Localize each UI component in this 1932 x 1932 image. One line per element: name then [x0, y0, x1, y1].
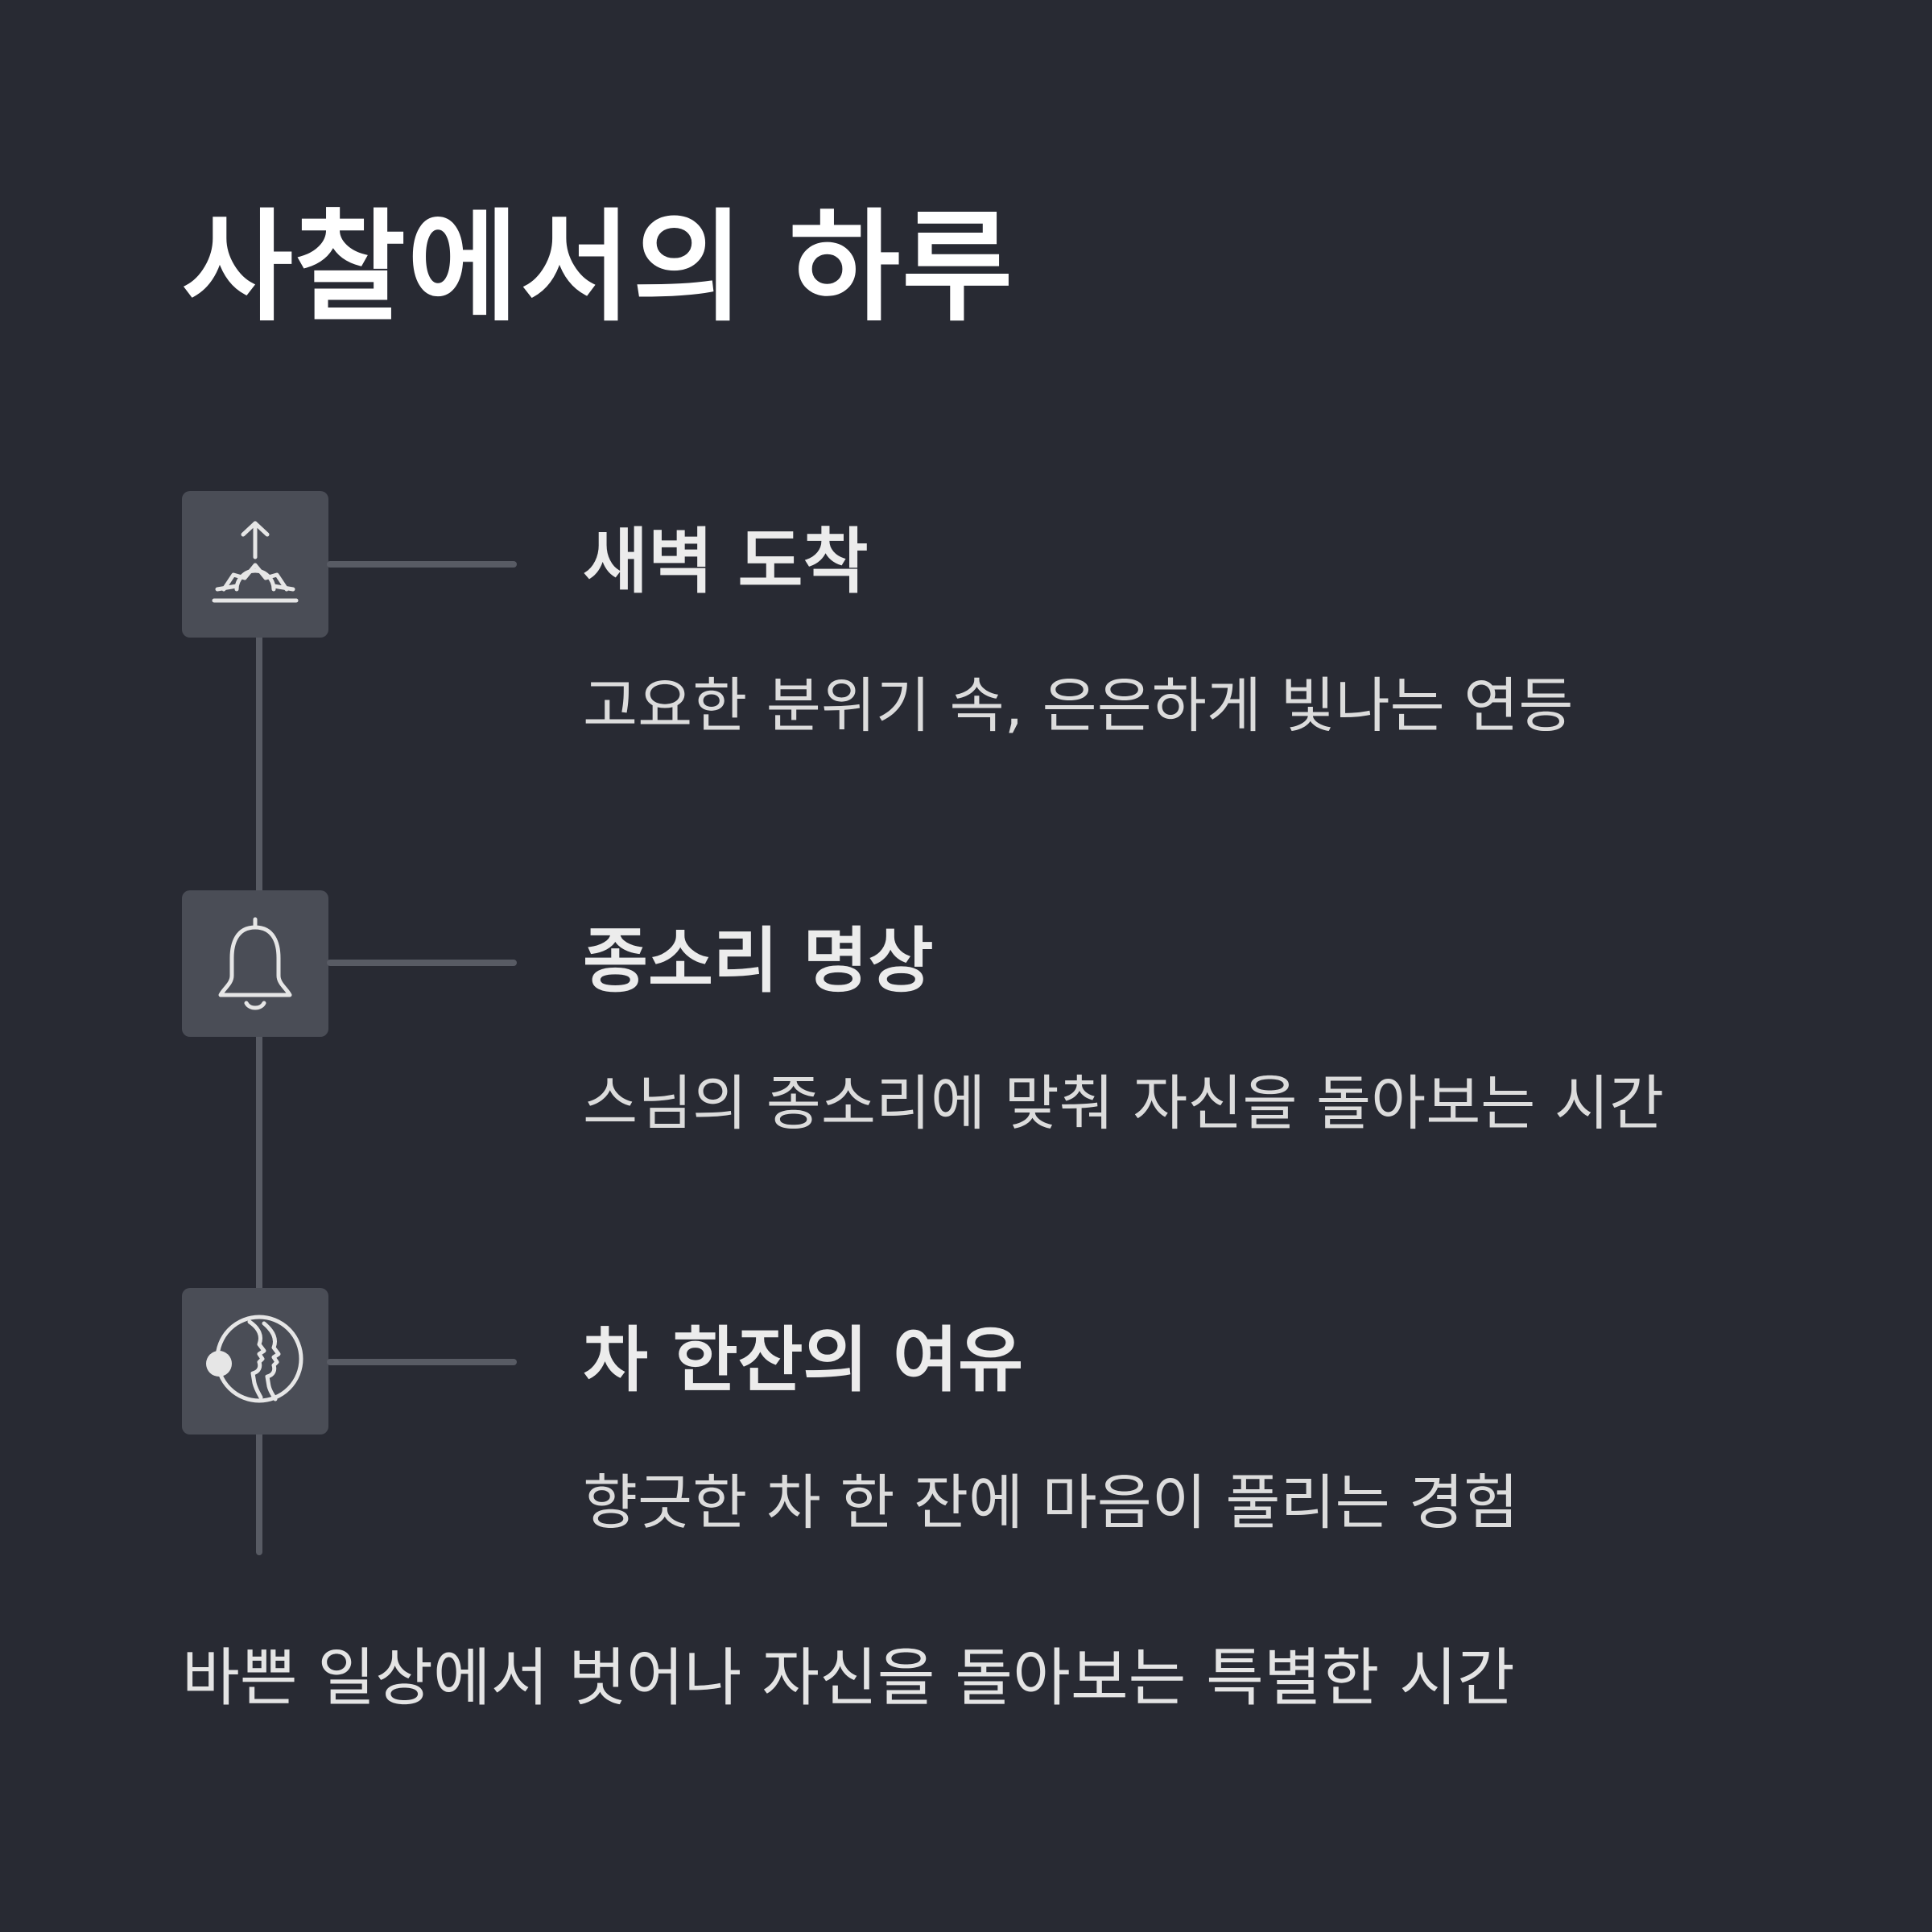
step-1-title: 새벽 도착	[583, 520, 869, 603]
step-1-connector	[327, 561, 517, 568]
page-title: 사찰에서의 하루	[182, 198, 1015, 338]
step-3-description: 향긋한 차 한 잔에 마음이 풀리는 경험	[583, 1468, 1519, 1538]
step-3-icon-box	[182, 1288, 328, 1435]
step-2-icon-box	[182, 890, 328, 1037]
step-1-description: 고요한 분위기 속, 은은하게 빛나는 연등	[583, 671, 1574, 741]
meditation-head-icon	[206, 1315, 303, 1403]
bell-icon	[218, 917, 292, 1010]
step-2-connector	[327, 960, 517, 966]
step-3-title: 차 한잔의 여유	[583, 1319, 1024, 1402]
step-2-description: 스님의 종소리에 맞춰 자신을 돌아보는 시간	[583, 1069, 1665, 1138]
footer-text: 바쁜 일상에서 벗어나 자신을 돌아보는 특별한 시간	[182, 1642, 1515, 1715]
timeline-line	[256, 564, 262, 1555]
sunrise-icon	[212, 521, 299, 603]
step-2-title: 종소리 명상	[583, 919, 934, 1002]
step-1-icon-box	[182, 491, 328, 638]
step-3-connector	[327, 1359, 517, 1365]
